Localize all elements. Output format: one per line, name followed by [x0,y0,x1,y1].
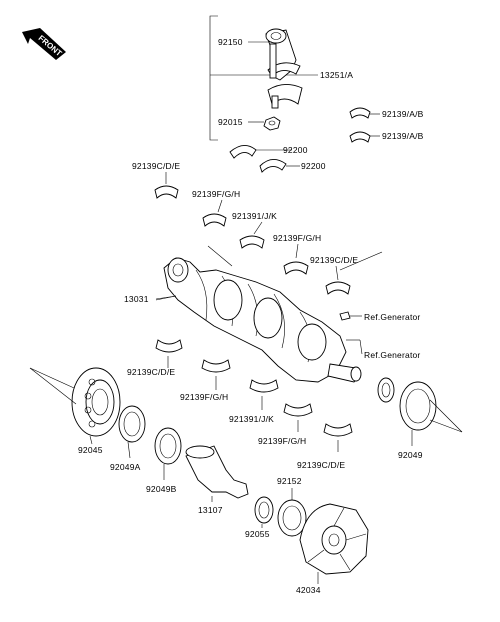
label-13107: 13107 [198,505,223,515]
label-92139cde-2: 92139C/D/E [310,255,358,265]
label-ref-generator-2: Ref.Generator [364,350,420,360]
label-92045: 92045 [78,445,103,455]
leader-lines [155,245,383,300]
collar-92152 [277,488,307,537]
impeller-42034 [299,503,369,584]
label-92139fgh-2: 92139F/G/H [273,233,321,243]
upper-main-bearings [154,172,351,295]
o-ring-92055 [254,496,274,528]
label-92015: 92015 [218,117,243,127]
thrust-washers [229,145,300,173]
label-92139cde-4: 92139C/D/E [297,460,345,470]
shaft-13107 [185,445,249,502]
label-92139cde-1: 92139C/D/E [132,161,180,171]
label-92139fgh-1: 92139F/G/H [192,189,240,199]
bearing-shells-92139ab [349,107,380,143]
label-92139ab-2: 92139/A/B [382,131,424,141]
label-92049b: 92049B [146,484,177,494]
label-92139ab-1: 92139/A/B [382,109,424,119]
part-labels: 92150 13251/A 92015 92139/A/B 92139/A/B … [78,37,424,595]
label-92200-1: 92200 [283,145,308,155]
lower-main-bearings [155,339,353,452]
label-13251-a: 13251/A [320,70,353,80]
label-92139fgh-4: 92139F/G/H [258,436,306,446]
woodruff-keys [339,311,363,355]
label-92055: 92055 [245,529,270,539]
label-92139fgh-3: 92139F/G/H [180,392,228,402]
label-ref-generator-1: Ref.Generator [364,312,420,322]
oil-seal-92049b [154,427,182,480]
label-92139ijk-1: 921391/J/K [232,211,277,221]
label-92049: 92049 [398,450,423,460]
label-92049a: 92049A [110,462,141,472]
front-arrow-icon: FRONT [22,28,66,60]
crankshaft [155,257,362,383]
connecting-rod-box [209,15,318,141]
ball-bearing-92045 [29,367,121,445]
label-92152: 92152 [277,476,302,486]
label-92139cde-3: 92139C/D/E [127,367,175,377]
label-92200-2: 92200 [301,161,326,171]
label-42034: 42034 [296,585,321,595]
oil-seal-92049 [377,377,463,446]
label-92150: 92150 [218,37,243,47]
label-92139ijk-2: 921391/J/K [229,414,274,424]
label-13031: 13031 [124,294,149,304]
oil-seal-92049a [118,405,146,459]
